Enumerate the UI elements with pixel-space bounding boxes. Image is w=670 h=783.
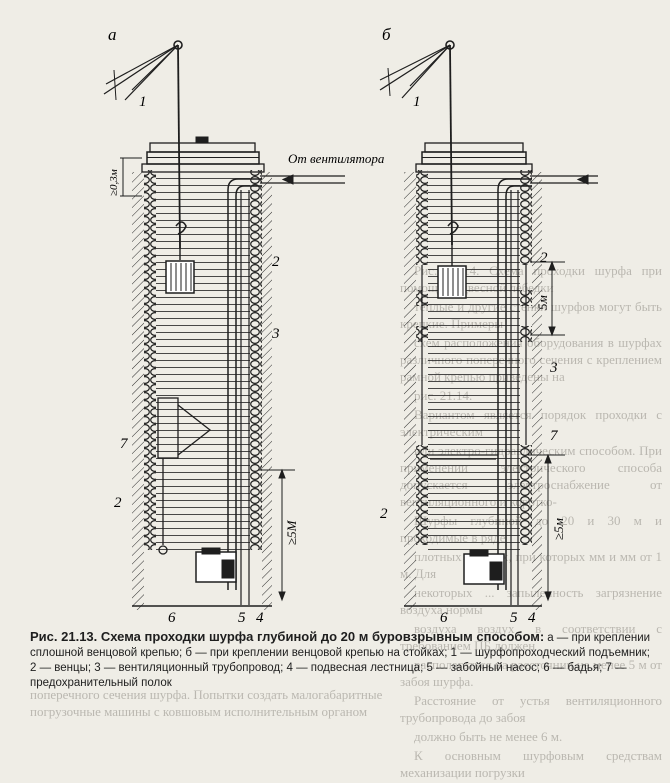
- bleed-through-line: Расстояние от устья вентиляционного труб…: [400, 693, 662, 725]
- shaft-interior-a: [156, 172, 250, 550]
- rock-wall-right-b: [532, 172, 542, 610]
- crib-logs-left-a: [144, 170, 156, 550]
- caption-title: Рис. 21.13. Схема проходки шурфа глубино…: [30, 629, 545, 644]
- bleed-through-line: К основным шурфовым средствам механизаци…: [400, 748, 662, 780]
- part-6-label-b: 6: [440, 610, 448, 625]
- part-2-label-b-upper: 2: [540, 250, 548, 266]
- bleed-through-line: поперечного сечения шурфа. Попытки созда…: [30, 687, 383, 702]
- bleed-through-line: располагаться на расстоянии не менее 5 м…: [400, 657, 662, 689]
- hoist-mast-b: [379, 40, 455, 246]
- part-1-label-a: 1: [139, 94, 147, 110]
- dim-5m-label-a: ≥5М: [284, 519, 299, 545]
- dimension-5m-b-upper: [530, 260, 565, 337]
- shaft-sinking-figure: а 1: [103, 25, 598, 625]
- bucket-b: [437, 221, 467, 299]
- part-4-label-a: 4: [256, 610, 264, 625]
- bleed-through-line: должно быть не менее 6 м.: [414, 729, 563, 744]
- caption-body: а — при креплении сплошной венцовой креп…: [30, 632, 651, 689]
- safety-platform-b: [428, 454, 498, 460]
- bleed-through-bottom: поперечного сечения шурфа. Попытки созда…: [30, 686, 650, 720]
- vent-pipe-a: [227, 178, 262, 590]
- part-2-label-a-upper: 2: [272, 254, 280, 270]
- part-4-label-b: 4: [528, 610, 536, 625]
- bucket-a: [165, 221, 195, 294]
- part-7-label-a: 7: [120, 436, 129, 452]
- figure-a-label: а: [108, 25, 117, 44]
- vent-pipe-b: [497, 178, 532, 590]
- part-5-label-a: 5: [238, 610, 246, 625]
- rock-wall-left-b: [404, 172, 416, 610]
- safety-platform-a: [157, 397, 212, 555]
- bleed-through-line: воздуха воздух в соответствии с требован…: [400, 621, 662, 653]
- part-6-label-a: 6: [168, 610, 176, 625]
- dim-5m-label-b-upper: 5м: [535, 295, 550, 310]
- shaft-interior-b: [428, 172, 520, 550]
- bleed-through-line: погрузочные машины с ковшовым исполнител…: [30, 704, 368, 719]
- part-5-label-b: 5: [510, 610, 518, 625]
- part-2-label-a-lower: 2: [114, 495, 122, 511]
- part-2-label-b-lower: 2: [380, 506, 388, 522]
- shaft-collar-a: [141, 136, 265, 173]
- figure-a: а 1: [103, 25, 385, 625]
- figure-caption: Рис. 21.13. Схема проходки шурфа глубино…: [30, 630, 652, 690]
- figure-b-label: б: [382, 25, 391, 44]
- ventilator-arrow-a: [260, 174, 345, 185]
- from-ventilator-label: От вентилятора: [288, 151, 385, 166]
- part-7-label-b: 7: [550, 428, 559, 444]
- dimension-5m-b-lower: [528, 453, 565, 602]
- crib-logs-left-b-top: [416, 170, 428, 265]
- part-3-label-b: 3: [549, 360, 558, 376]
- shaft-collar-b: [415, 142, 533, 173]
- rock-wall-right-a: [262, 172, 272, 610]
- part-3-label-a: 3: [271, 326, 280, 342]
- dimension-5m-a: [258, 468, 295, 602]
- pump-b: [463, 549, 505, 585]
- crib-logs-right-a: [250, 170, 262, 550]
- dim-03m-label: ≥0,3м: [108, 169, 120, 196]
- crib-logs-right-b-top: [520, 170, 532, 265]
- ladder-b: [510, 190, 519, 605]
- pump-a: [195, 547, 237, 583]
- scanned-page: Рис. 21.14. Схема проходки шурфа при пом…: [30, 25, 662, 780]
- rock-wall-left-a: [132, 172, 144, 610]
- ladder-a: [240, 190, 250, 605]
- figure-b: б 1: [379, 25, 598, 625]
- part-1-label-b: 1: [413, 94, 421, 110]
- crib-sets-on-posts-b: [416, 265, 532, 545]
- dim-5m-label-b-lower: ≥5м: [551, 518, 566, 540]
